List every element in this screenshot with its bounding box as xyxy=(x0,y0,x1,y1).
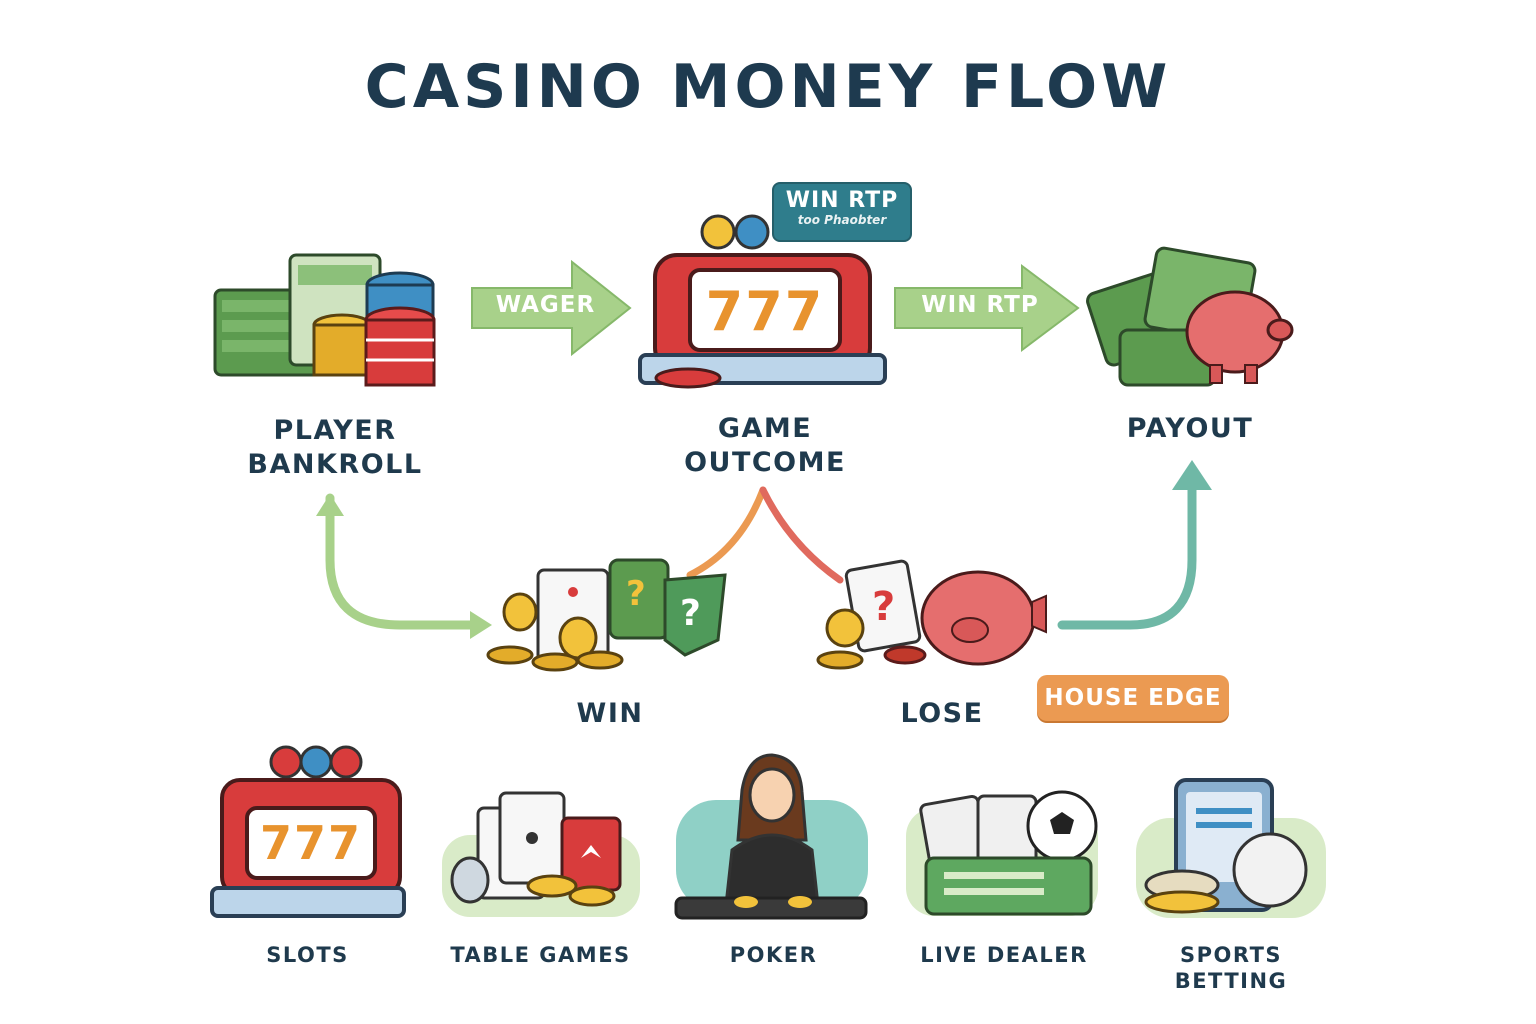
svg-text:?: ? xyxy=(872,584,895,630)
svg-text:?: ? xyxy=(680,593,701,634)
svg-text:?: ? xyxy=(626,574,646,614)
win-rtp-badge: WIN RTP too Phaobter xyxy=(772,182,912,242)
payout-cash-piggy-icon xyxy=(1086,246,1294,387)
payout-label: PAYOUT xyxy=(1126,413,1254,444)
game-label-poker: POKER xyxy=(729,943,818,967)
outcome-label-line1: GAME xyxy=(717,413,813,444)
game-label-sports-line2: BETTING xyxy=(1174,969,1288,994)
wager-arrow-label: WAGER xyxy=(495,292,596,318)
lose-to-payout-curve xyxy=(1057,470,1197,630)
win-rtp-badge-title: WIN RTP xyxy=(785,188,899,213)
page-title: CASINO MONEY FLOW xyxy=(364,52,1172,122)
win-label: WIN xyxy=(576,698,644,729)
win-coins-cards-icon: ? ? xyxy=(486,558,727,672)
outcome-to-win-curve xyxy=(686,486,767,579)
sports-betting-icon xyxy=(1136,778,1326,918)
outcome-label: GAME OUTCOME xyxy=(640,412,890,480)
game-label-sports-line1: SPORTS xyxy=(1179,943,1283,967)
live-dealer-icon xyxy=(906,790,1098,916)
poker-dealer-icon xyxy=(674,753,868,920)
bankroll-label-line2: BANKROLL xyxy=(247,448,423,480)
win-rtp-arrow xyxy=(894,264,1080,352)
game-label-sports-betting: SPORTS BETTING xyxy=(1140,942,1322,995)
win-rtp-arrow-label: WIN RTP xyxy=(921,292,1039,318)
house-edge-badge: HOUSE EDGE xyxy=(1037,675,1229,721)
game-label-live-dealer: LIVE DEALER xyxy=(920,943,1088,967)
outcome-slot-reels: 777 xyxy=(705,280,825,343)
win-rtp-badge-subtitle: too Phaobter xyxy=(797,213,887,227)
game-label-table-games: TABLE GAMES xyxy=(450,943,631,967)
bankroll-cash-chips-icon xyxy=(213,253,436,387)
slots-icon xyxy=(210,745,406,918)
outcome-to-lose-curve xyxy=(759,486,844,584)
bankroll-label-line1: PLAYER xyxy=(273,415,397,446)
table-games-icon xyxy=(442,791,640,917)
outcome-label-line2: OUTCOME xyxy=(684,446,846,478)
slot-machine-icon xyxy=(638,214,887,389)
game-label-slots: SLOTS xyxy=(266,943,349,967)
bankroll-label: PLAYER BANKROLL xyxy=(210,414,460,482)
slots-reels: 777 xyxy=(259,816,363,870)
lose-coins-piggy-icon: ? xyxy=(816,559,1047,670)
lose-label: LOSE xyxy=(900,698,984,729)
bankroll-to-win-curve xyxy=(325,493,483,630)
wager-arrow xyxy=(471,259,632,357)
